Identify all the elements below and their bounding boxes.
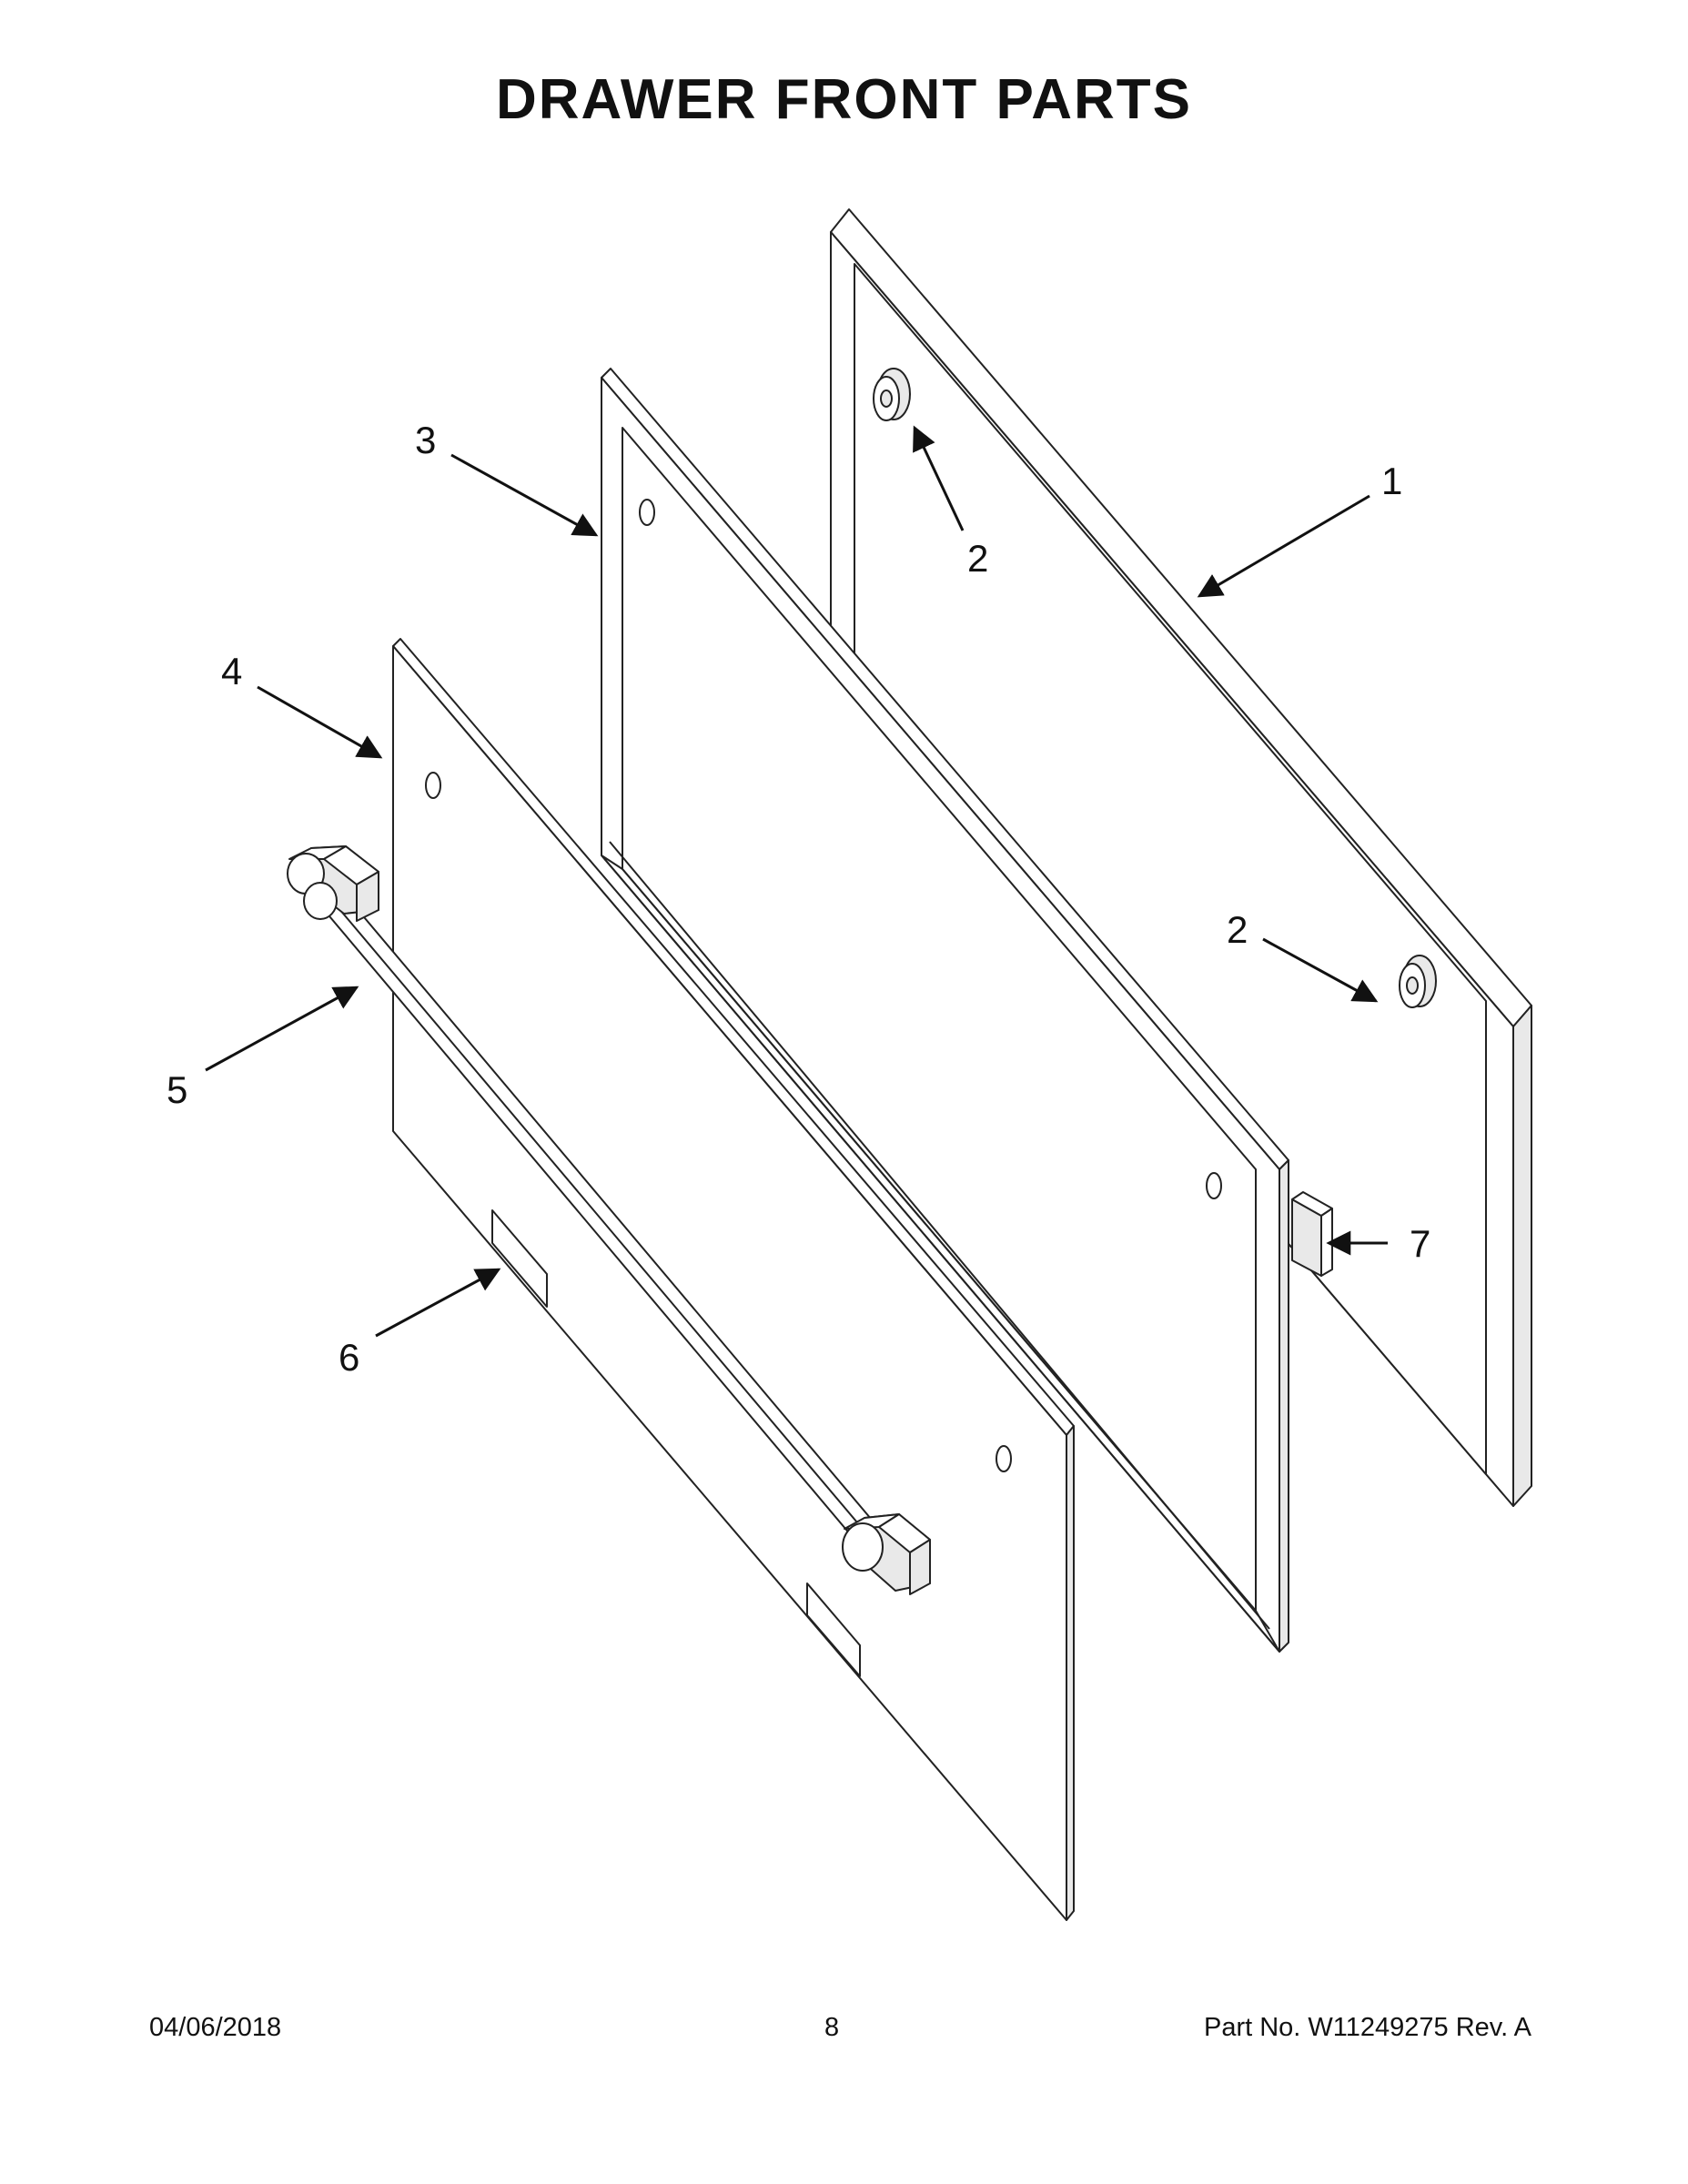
panel-3-hole-upper <box>639 499 655 526</box>
callout-1: 1 <box>1381 460 1402 502</box>
part-1-front-panel <box>830 208 1532 1507</box>
handle-end-cap-left <box>287 845 379 922</box>
footer-date: 04/06/2018 <box>149 2013 282 2042</box>
page-title: DRAWER FRONT PARTS <box>495 68 1193 131</box>
part-6-trim-upper <box>491 1209 548 1308</box>
callout-3: 3 <box>415 419 436 461</box>
callout-7: 7 <box>1410 1222 1430 1265</box>
part-2-spacer-lower <box>1399 955 1437 1008</box>
leader-3 <box>450 453 599 537</box>
part-6-trim-lower <box>806 1582 861 1677</box>
part-2-spacer-upper <box>873 368 911 421</box>
handle-end-cap-right <box>842 1513 931 1595</box>
callout-5: 5 <box>167 1068 187 1111</box>
callout-2-upper: 2 <box>967 537 988 580</box>
callout-leaders <box>205 425 1388 1338</box>
callout-6: 6 <box>339 1336 359 1379</box>
callout-4: 4 <box>221 650 242 693</box>
panel-4-hole-lower <box>996 1445 1012 1472</box>
callout-2-lower: 2 <box>1227 908 1248 951</box>
panel-4-hole-upper <box>425 772 441 799</box>
part-7-clip <box>1291 1191 1333 1277</box>
leader-6 <box>375 1268 501 1338</box>
leader-5 <box>205 986 359 1072</box>
leader-2-upper <box>913 425 965 531</box>
part-5-handle <box>287 845 931 1595</box>
footer-page-number: 8 <box>824 2013 840 2042</box>
part-3-middle-panel <box>601 368 1289 1653</box>
leader-2-lower <box>1262 937 1379 1003</box>
leader-1 <box>1197 494 1370 598</box>
panel-3-hole-lower <box>1206 1172 1222 1199</box>
leader-4 <box>257 685 383 759</box>
footer-part-number: Part No. W11249275 Rev. A <box>1203 2013 1531 2042</box>
